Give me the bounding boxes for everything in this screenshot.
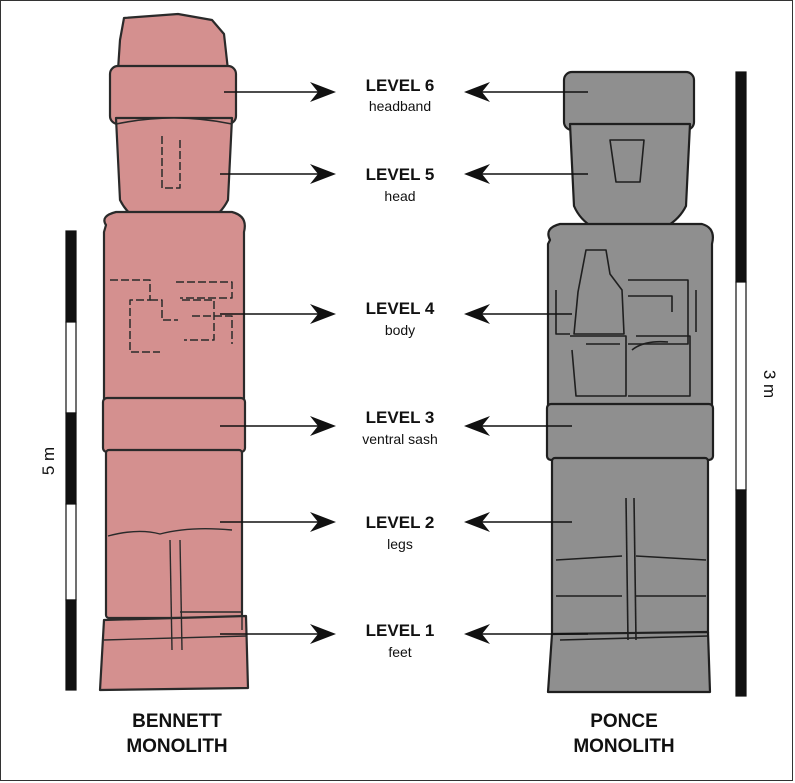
level-6-sub: headband — [369, 98, 431, 114]
level-1-label: LEVEL 1 — [366, 621, 435, 640]
monolith-names: BENNETT MONOLITH PONCE MONOLITH — [126, 711, 674, 757]
bennett-name-line2: MONOLITH — [126, 736, 227, 757]
left-arrowheads — [310, 82, 336, 644]
arrowhead-left-1 — [310, 624, 336, 644]
arrowhead-right-2 — [464, 512, 490, 532]
arrowhead-right-6 — [464, 82, 490, 102]
arrowhead-left-2 — [310, 512, 336, 532]
right-arrows — [470, 91, 588, 635]
arrowhead-left-6 — [310, 82, 336, 102]
ponce-name-line1: PONCE — [590, 711, 658, 732]
level-6-label: LEVEL 6 — [366, 76, 435, 95]
ponce-name-line2: MONOLITH — [573, 736, 674, 757]
arrowhead-left-5 — [310, 164, 336, 184]
level-5-sub: head — [384, 188, 415, 204]
level-2-sub: legs — [387, 536, 413, 552]
bennett-monolith — [98, 12, 250, 692]
arrowhead-right-3 — [464, 416, 490, 436]
scale-bar-right — [735, 71, 747, 697]
ponce-monolith — [545, 70, 715, 694]
level-2-label: LEVEL 2 — [366, 513, 435, 532]
level-3-sub: ventral sash — [362, 431, 437, 447]
level-labels: LEVEL 6 headband LEVEL 5 head LEVEL 4 bo… — [362, 76, 437, 660]
scale-right-label: 3 m — [760, 370, 779, 398]
arrowhead-right-1 — [464, 624, 490, 644]
scale-bar-left — [65, 230, 77, 691]
arrowhead-left-4 — [310, 304, 336, 324]
scale-left-label: 5 m — [39, 447, 58, 475]
arrowhead-left-3 — [310, 416, 336, 436]
left-arrows — [220, 87, 331, 639]
level-4-sub: body — [385, 322, 415, 338]
arrowhead-right-4 — [464, 304, 490, 324]
level-3-label: LEVEL 3 — [366, 408, 435, 427]
right-arrowheads — [464, 82, 490, 644]
level-4-label: LEVEL 4 — [366, 299, 435, 318]
level-5-label: LEVEL 5 — [366, 165, 435, 184]
level-1-sub: feet — [388, 644, 411, 660]
arrowhead-right-5 — [464, 164, 490, 184]
bennett-name-line1: BENNETT — [132, 711, 222, 732]
